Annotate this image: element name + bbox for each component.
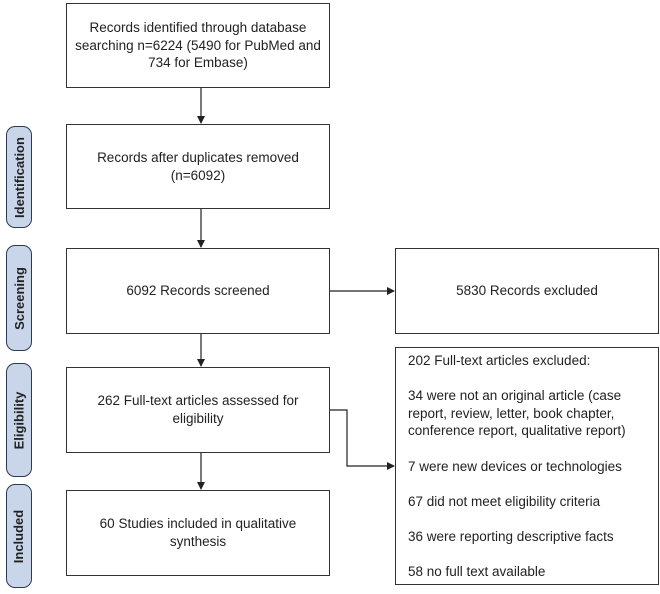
exclusion-reason-descriptive-facts: 36 were reporting descriptive facts bbox=[408, 529, 614, 544]
duplicates-removed-text: Records after duplicates removed (n=6092… bbox=[97, 149, 299, 183]
included-studies-text: 60 Studies included in qualitative synth… bbox=[99, 516, 297, 549]
records-excluded-box: 5830 Records excluded bbox=[395, 248, 659, 334]
exclusion-reason-eligibility-criteria: 67 did not meet eligibility criteria bbox=[408, 494, 601, 509]
phase-identification: Identification bbox=[6, 126, 32, 228]
fulltext-assessed-text: 262 Full-text articles assessed for elig… bbox=[97, 393, 299, 426]
records-identified-text: Records identified through database sear… bbox=[75, 20, 321, 71]
records-screened-box: 6092 Records screened bbox=[66, 248, 330, 334]
phase-included: Included bbox=[6, 484, 32, 588]
fulltext-excluded-box: 202 Full-text articles excluded: 34 were… bbox=[395, 347, 659, 585]
fulltext-excluded-header: 202 Full-text articles excluded: bbox=[408, 353, 591, 368]
exclusion-reason-new-devices: 7 were new devices or technologies bbox=[408, 459, 622, 474]
fulltext-assessed-box: 262 Full-text articles assessed for elig… bbox=[66, 367, 330, 453]
phase-eligibility: Eligibility bbox=[6, 363, 32, 477]
duplicates-removed-box: Records after duplicates removed (n=6092… bbox=[66, 124, 330, 209]
phase-screening: Screening bbox=[6, 245, 32, 351]
records-screened-text: 6092 Records screened bbox=[126, 283, 270, 299]
records-identified-box: Records identified through database sear… bbox=[66, 3, 330, 88]
included-studies-box: 60 Studies included in qualitative synth… bbox=[66, 490, 330, 576]
exclusion-reason-no-full-text: 58 no full text available bbox=[408, 564, 546, 579]
arrow-fulltext-to-exclusions bbox=[330, 409, 395, 470]
records-excluded-text: 5830 Records excluded bbox=[456, 283, 598, 299]
exclusion-reason-original-article: 34 were not an original article (case re… bbox=[408, 388, 626, 439]
